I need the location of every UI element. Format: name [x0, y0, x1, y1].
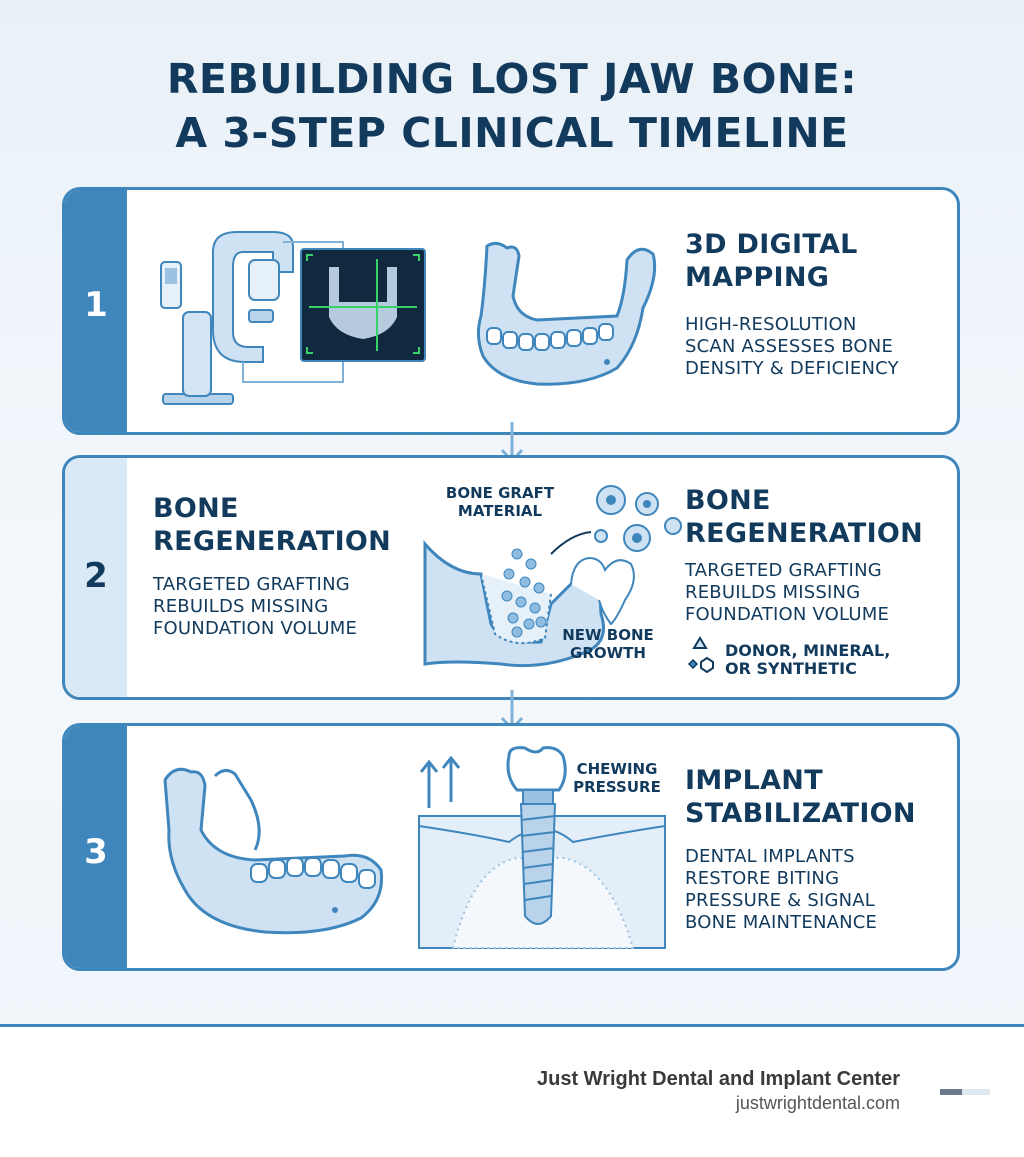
jaw-bone-icon	[476, 241, 657, 386]
bone-cells-icon	[594, 485, 682, 552]
step-1-heading: 3D DIGITAL MAPPING	[685, 229, 858, 293]
step-3-description: DENTAL IMPLANTS RESTORE BITING PRESSURE …	[685, 846, 878, 933]
step-2-heading: BONE REGENERATION	[685, 485, 924, 549]
step-number-column: 3	[65, 726, 127, 968]
step-1-card: 1 3D DIGITAL MAPPING HIGH-RESOL	[62, 187, 960, 435]
page-title: REBUILDING LOST JAW BONE: A 3-STEP CLINI…	[0, 52, 1024, 160]
step-number-column: 1	[65, 190, 127, 432]
step-2-left-description: TARGETED GRAFTING REBUILDS MISSING FOUND…	[153, 574, 358, 639]
footer-brand: Just Wright Dental and Implant Center ju…	[537, 1068, 900, 1114]
step-3-card: 3 CHEWING PRESSURE I	[62, 723, 960, 971]
cbct-scanner-icon	[160, 231, 349, 405]
logo-icon	[940, 1089, 990, 1095]
step-2-description: TARGETED GRAFTING REBUILDS MISSING FOUND…	[685, 560, 890, 625]
step-2-card: 2 BONE REGENERATION TARGETED GRAFTING RE…	[62, 455, 960, 700]
bone-graft-cross-section-icon	[423, 531, 635, 668]
title-line-2: A 3-STEP CLINICAL TIMELINE	[175, 109, 849, 157]
jaw-scan-monitor-icon	[300, 248, 426, 362]
step-number: 1	[84, 285, 108, 325]
step-number: 2	[84, 556, 108, 596]
practice-name: Just Wright Dental and Implant Center	[537, 1068, 900, 1090]
implant-cross-section-icon	[418, 746, 666, 949]
practice-url[interactable]: justwrightdental.com	[735, 1093, 900, 1113]
step-2-material-note: DONOR, MINERAL, OR SYNTHETIC	[725, 641, 891, 678]
step-number: 3	[84, 832, 108, 872]
step-1-description: HIGH-RESOLUTION SCAN ASSESSES BONE DENSI…	[685, 314, 899, 379]
step-3-heading: IMPLANT STABILIZATION	[685, 765, 916, 829]
footer	[0, 1024, 1024, 1157]
label-chewing-pressure: CHEWING PRESSURE	[573, 760, 661, 796]
step-2-left-heading: BONE REGENERATION	[153, 493, 392, 557]
jaw-bone-icon	[163, 767, 384, 935]
crystal-icon	[687, 636, 714, 674]
up-arrow-icon	[419, 756, 461, 808]
title-line-1: REBUILDING LOST JAW BONE:	[166, 55, 858, 103]
label-bone-graft-material: BONE GRAFT MATERIAL	[445, 484, 555, 520]
step-number-column: 2	[65, 458, 127, 697]
label-new-bone-growth: NEW BONE GROWTH	[562, 626, 654, 662]
